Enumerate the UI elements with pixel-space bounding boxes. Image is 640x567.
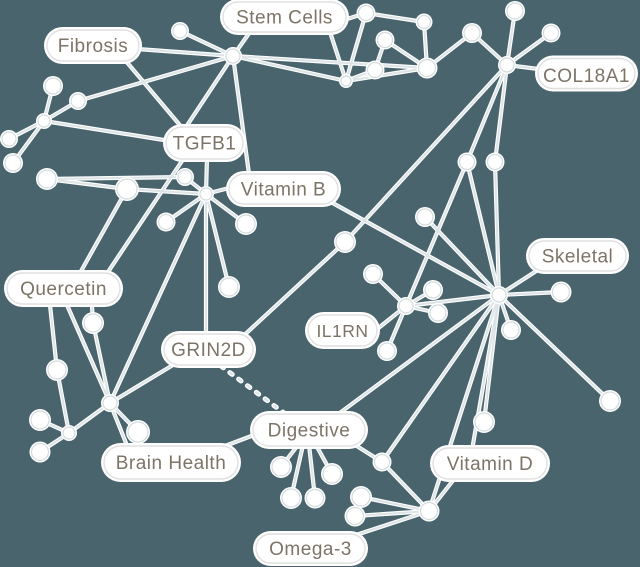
svg-text:IL1RN: IL1RN [316,321,368,341]
svg-text:COL18A1: COL18A1 [543,66,630,87]
svg-text:Omega-3: Omega-3 [269,539,352,560]
svg-text:GRIN2D: GRIN2D [171,340,246,361]
svg-text:Quercetin: Quercetin [20,279,107,300]
svg-text:Fibrosis: Fibrosis [58,36,129,57]
svg-text:Skeletal: Skeletal [542,246,614,267]
svg-text:Digestive: Digestive [268,420,351,441]
svg-text:Vitamin D: Vitamin D [447,454,534,475]
svg-text:Brain Health: Brain Health [116,453,227,474]
svg-text:Stem Cells: Stem Cells [236,7,333,28]
svg-text:Vitamin B: Vitamin B [241,179,326,200]
svg-text:TGFB1: TGFB1 [173,133,237,154]
